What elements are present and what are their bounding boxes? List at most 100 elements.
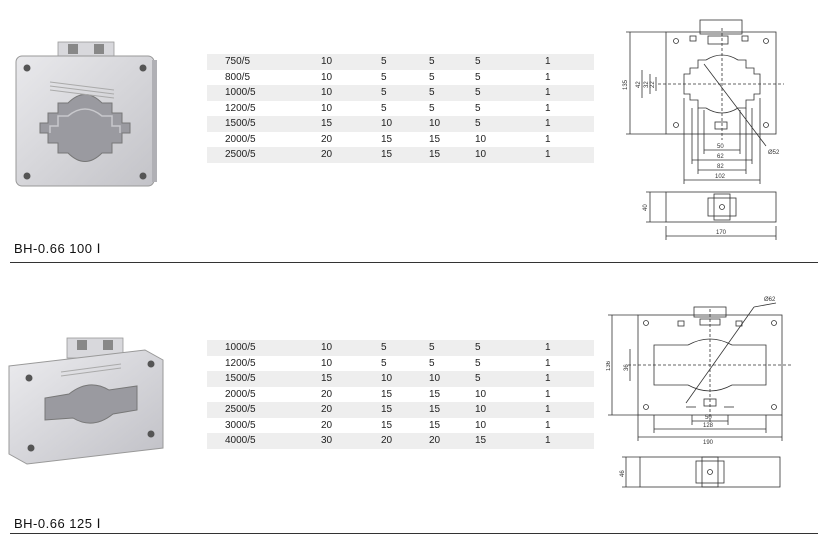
table-cell: 15 [321,116,381,132]
table-cell: 30 [321,433,381,449]
table-cell: 1000/5 [207,340,321,356]
table-cell: 1 [545,355,594,371]
table-cell: 10 [321,340,381,356]
table-cell: 15 [381,131,429,147]
table-cell: 10 [475,147,545,163]
dim-width-125: 190 [703,440,714,446]
table-cell: 5 [475,69,545,85]
dim-dia-100: Ø52 [768,150,780,156]
table-cell: 20 [321,417,381,433]
table-cell: 10 [321,69,381,85]
dim-w50-100: 50 [717,144,724,150]
table-cell: 5 [475,355,545,371]
dim-w82-100: 82 [717,164,724,170]
table-cell: 15 [381,147,429,163]
table-cell: 10 [321,355,381,371]
table-cell: 5 [475,54,545,70]
table-cell: 5 [381,54,429,70]
table-cell: 5 [429,340,475,356]
table-cell: 5 [429,69,475,85]
table-cell: 10 [429,116,475,132]
dimension-drawing-100: 135 42 32 22 50 62 82 102 Ø52 40 170 [623,19,784,240]
table-cell: 1200/5 [207,100,321,116]
table-cell: 20 [429,433,475,449]
table-cell: 15 [381,386,429,402]
table-cell: 10 [429,371,475,387]
table-cell: 5 [381,85,429,101]
table-cell: 15 [429,131,475,147]
table-cell: 15 [429,402,475,418]
table-cell: 5 [475,340,545,356]
dim-depth-125: 46 [620,470,626,477]
dimension-drawing-125: 136 36 50 128 190 Ø62 46 [606,297,792,488]
table-cell: 1 [545,69,594,85]
table-cell: 10 [381,371,429,387]
dim-w128-125: 128 [703,423,714,429]
table-cell: 10 [321,85,381,101]
table-cell: 5 [429,85,475,101]
table-cell: 10 [475,386,545,402]
dim-inner-125: 36 [624,364,630,371]
table-cell: 5 [475,85,545,101]
table-cell: 1 [545,116,594,132]
table-cell: 20 [321,402,381,418]
table-cell: 15 [475,433,545,449]
table-cell: 15 [381,402,429,418]
table-cell: 15 [429,417,475,433]
dim-width-100: 170 [716,230,727,236]
table-cell: 3000/5 [207,417,321,433]
table-cell: 5 [381,69,429,85]
table-cell: 10 [475,417,545,433]
product-photo-100 [15,41,157,187]
table-cell: 15 [381,417,429,433]
table-cell: 1000/5 [207,85,321,101]
table-cell: 1500/5 [207,116,321,132]
table-cell: 5 [429,54,475,70]
table-cell: 1 [545,402,594,418]
table-cell: 2000/5 [207,386,321,402]
dim-inner1-100: 42 [636,81,642,88]
table-cell: 5 [475,100,545,116]
table-cell: 1500/5 [207,371,321,387]
table-cell: 1 [545,371,594,387]
dim-dia-125: Ø62 [764,297,776,303]
dim-w102-100: 102 [715,174,726,180]
table-cell: 1 [545,85,594,101]
model-label-125: BH-0.66 125 Ⅰ [14,516,101,531]
dim-w62-100: 62 [717,154,724,160]
table-cell: 2500/5 [207,402,321,418]
dim-inner3-100: 22 [650,81,656,88]
table-cell: 1200/5 [207,355,321,371]
table-cell: 2000/5 [207,131,321,147]
table-cell: 10 [321,54,381,70]
section-divider [10,262,818,263]
bottom-divider [10,533,818,534]
product-photo-125 [8,337,164,465]
dim-w50-125: 50 [705,415,712,421]
table-cell: 20 [321,386,381,402]
table-cell: 1 [545,340,594,356]
table-cell: 20 [321,131,381,147]
table-cell: 10 [475,402,545,418]
table-cell: 10 [381,116,429,132]
model-label-100: BH-0.66 100 Ⅰ [14,241,101,256]
table-cell: 1 [545,386,594,402]
dim-depth-100: 40 [643,204,649,211]
table-cell: 10 [475,131,545,147]
